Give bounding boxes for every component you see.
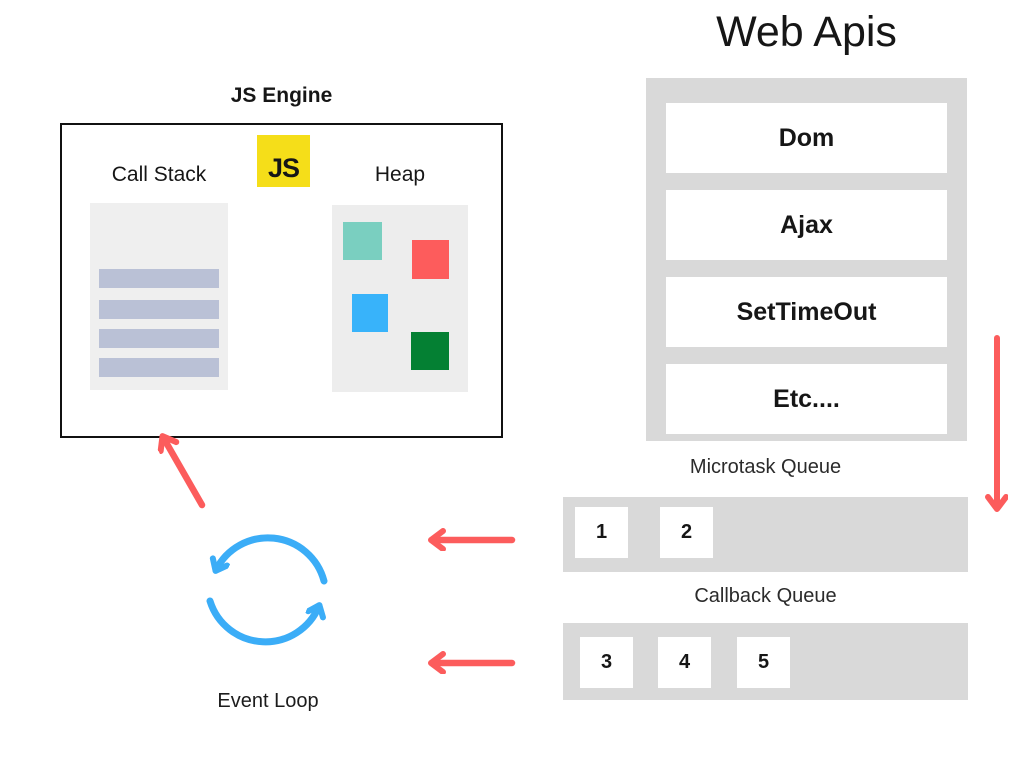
heap-object-blue (352, 294, 388, 332)
web-apis-container: Dom Ajax SetTimeOut Etc.... (646, 78, 967, 441)
js-engine-box (60, 123, 503, 438)
web-api-item-settimeout: SetTimeOut (666, 277, 947, 347)
heap-object-green (411, 332, 449, 370)
callback-item: 5 (737, 637, 790, 688)
heap-object-teal (343, 222, 382, 260)
callback-item: 4 (658, 637, 711, 688)
javascript-logo-icon: JS (257, 135, 310, 187)
stack-frame-bar (99, 329, 219, 348)
event-loop-label: Event Loop (217, 690, 319, 712)
stack-frame-bar (99, 300, 219, 319)
callback-queue-bar: 3 4 5 (563, 623, 968, 700)
javascript-logo-text: JS (267, 153, 300, 183)
web-api-item-ajax: Ajax (666, 190, 947, 260)
heap-object-red (412, 240, 449, 279)
call-stack-panel (90, 203, 228, 390)
callback-queue-label: Callback Queue (694, 585, 837, 607)
web-apis-title: Web Apis (716, 8, 897, 56)
js-engine-title: JS Engine (230, 84, 333, 107)
callback-item: 3 (580, 637, 633, 688)
microtask-queue-bar: 1 2 (563, 497, 968, 572)
stack-frame-bar (99, 269, 219, 288)
event-loop-cycle-icon (206, 534, 328, 646)
stack-frame-bar (99, 358, 219, 377)
microtask-item: 1 (575, 507, 628, 558)
web-api-item-etc: Etc.... (666, 364, 947, 434)
heap-label: Heap (374, 163, 426, 186)
microtask-item: 2 (660, 507, 713, 558)
heap-panel (332, 205, 468, 392)
arrow-eventloop-to-engine (163, 437, 206, 509)
microtask-queue-label: Microtask Queue (689, 456, 842, 478)
call-stack-label: Call Stack (111, 163, 207, 186)
web-api-item-dom: Dom (666, 103, 947, 173)
